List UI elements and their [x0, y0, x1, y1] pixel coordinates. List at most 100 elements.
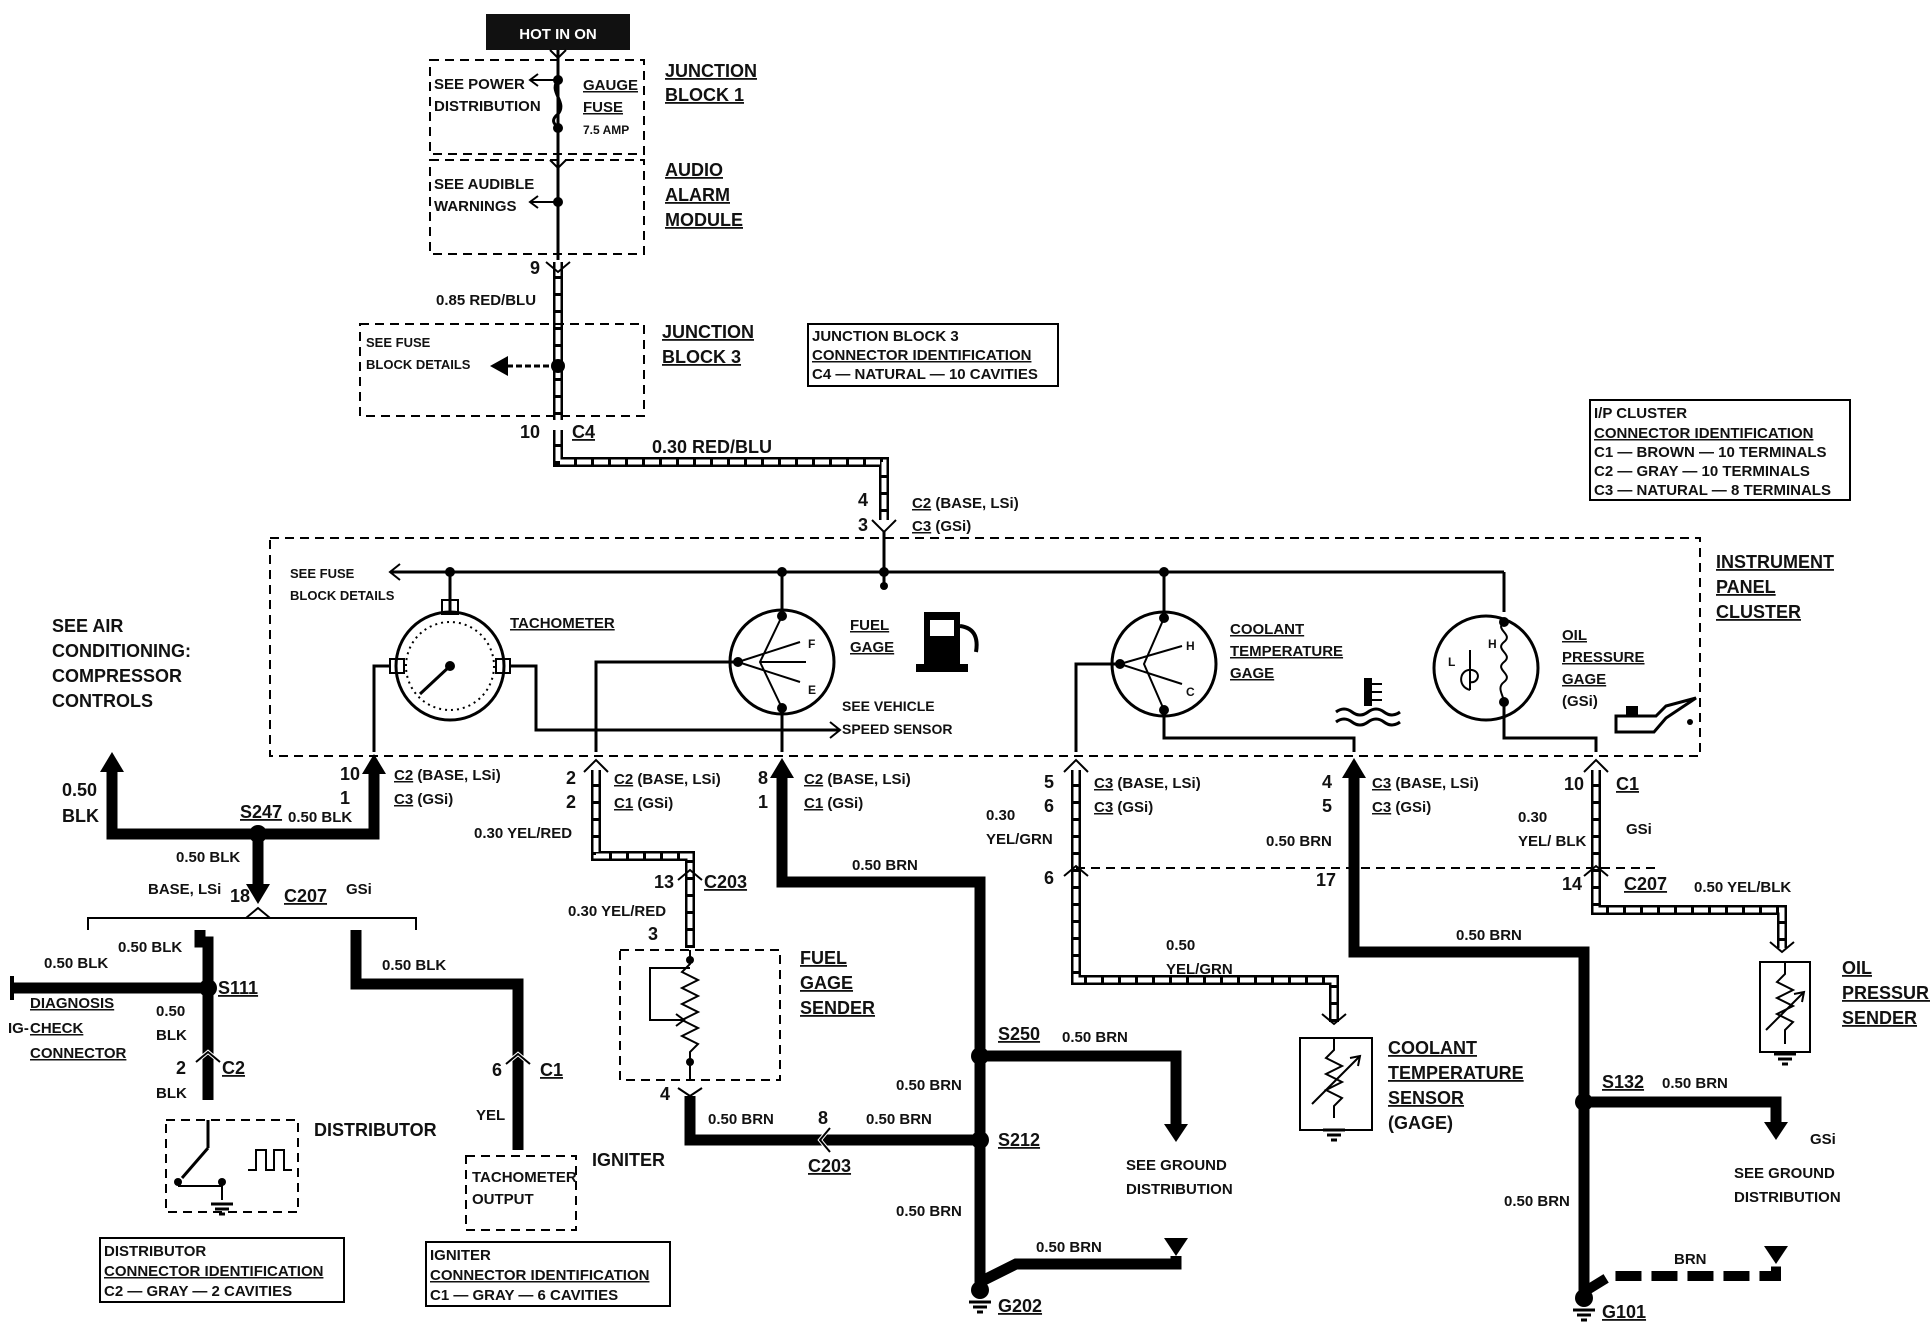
jb3-title-2: BLOCK 3 — [662, 347, 741, 367]
oil-wire-2: 0.50 YEL/BLK — [1694, 879, 1791, 896]
igniter-wire-color: YEL — [476, 1107, 505, 1124]
coolant-ground-wiring: 4 5 C3 (BASE, LSi) C3 (GSi) 0.50 BRN 17 … — [1266, 758, 1841, 1322]
junction-block-1-title-2: BLOCK 1 — [665, 85, 744, 105]
igniter-pin: 6 — [492, 1060, 502, 1080]
coolant-wire-1b: YEL/GRN — [986, 831, 1053, 848]
oil-sender-2: PRESSURE — [1842, 983, 1930, 1003]
dist-conn-id-1: DISTRIBUTOR — [104, 1243, 206, 1260]
oil-can-icon — [1614, 696, 1697, 734]
tachometer-label: TACHOMETER — [510, 615, 615, 632]
junction-block-1-title-1: JUNCTION — [665, 61, 757, 81]
gauge-fuse-line1: GAUGE — [583, 77, 638, 94]
wire-9-red-blu: 9 0.85 RED/BLU — [436, 258, 571, 420]
see-audible-line2: WARNINGS — [434, 198, 517, 215]
coolant-sensor-wiring: 5 6 C3 (BASE, LSi) C3 (GSi) 0.30 YEL/GRN… — [986, 758, 1660, 1142]
fuel-c2-conn: C2 — [614, 771, 633, 788]
fuel-c2-note: (BASE, LSi) — [633, 771, 721, 788]
tach-c2-note: (BASE, LSi) — [413, 767, 501, 784]
diagnosis-3: CONNECTOR — [30, 1045, 127, 1062]
gnd-c1-conn: C1 — [804, 795, 823, 812]
gnd-c2-note: (BASE, LSi) — [823, 771, 911, 788]
igniter-connector-id-box: IGNITER CONNECTOR IDENTIFICATION C1 — GR… — [425, 1241, 671, 1307]
instrument-panel-cluster: INSTRUMENT PANEL CLUSTER SEE FUSE BLOCK … — [269, 532, 1834, 757]
audio-alarm-title-1: AUDIO — [665, 160, 723, 180]
igniter-conn-id-2: CONNECTOR IDENTIFICATION — [430, 1267, 649, 1284]
see-air-2: CONDITIONING: — [52, 641, 191, 661]
coolant-wire-2b: YEL/GRN — [1166, 961, 1233, 978]
tach-c2: C2 (BASE, LSi) — [394, 767, 501, 784]
distributor-connector-id-box: DISTRIBUTOR CONNECTOR IDENTIFICATION C2 … — [99, 1237, 345, 1303]
fuel-ground-wire: 0.50 BRN — [852, 857, 918, 874]
tach-output-2: OUTPUT — [472, 1191, 534, 1208]
c207-label: C207 — [284, 886, 327, 906]
g202-ground-icon — [967, 1300, 993, 1314]
igniter-wiring: 0.50 BLK 6 C1 YEL TACHOMETER OUTPUT IGNI… — [350, 930, 665, 1231]
oil-sender-3: SENDER — [1842, 1008, 1917, 1028]
ip-conn-id-4: C2 — GRAY — 10 TERMINALS — [1594, 463, 1810, 480]
cluster-in-c2: C2 (BASE, LSi) — [912, 495, 1019, 512]
jb3-connector-id-box: JUNCTION BLOCK 3 CONNECTOR IDENTIFICATIO… — [807, 323, 1059, 387]
wire-red-blu-to-cluster: 0.30 RED/BLU 4 3 C2 (BASE, LSi) C3 (GSi) — [553, 430, 1019, 535]
s212-label: S212 — [998, 1130, 1040, 1150]
s111-wire-top: 0.50 BLK — [118, 939, 182, 956]
jb3-pin: 10 — [520, 422, 540, 442]
junction-block-3: SEE FUSE BLOCK DETAILS JUNCTION BLOCK 3 … — [359, 322, 754, 442]
dist-conn-id-3: C2 — GRAY — 2 CAVITIES — [104, 1283, 292, 1300]
coolant-letter-h: H — [1186, 639, 1195, 653]
coolant-c3-b: C3 (GSi) — [1094, 799, 1153, 816]
c203-top-label: C203 — [704, 872, 747, 892]
junction-block-1: SEE POWER DISTRIBUTION GAUGE FUSE 7.5 AM… — [429, 59, 757, 155]
cluster-in-c3-note: (GSi) — [931, 518, 971, 535]
fuel-gage-label-1: FUEL — [850, 617, 889, 634]
see-vss-2: SPEED SENSOR — [842, 721, 952, 737]
s250-wire-down: 0.50 BRN — [896, 1077, 962, 1094]
sender-pin-4: 4 — [660, 1084, 670, 1104]
see-power-line1: SEE POWER — [434, 76, 525, 93]
s212-wire-down: 0.50 BRN — [896, 1203, 962, 1220]
dist-wire-color: BLK — [156, 1027, 187, 1044]
ipc-title-2: PANEL — [1716, 577, 1776, 597]
gnd-pin-1: 1 — [758, 792, 768, 812]
c203-pin-13: 13 — [654, 872, 674, 892]
oil-gage-label-2: PRESSURE — [1562, 649, 1645, 666]
fuel-pin-2a: 2 — [566, 768, 576, 788]
coolant-c3-b-conn: C3 — [1094, 799, 1113, 816]
cgnd-c3-b-conn: C3 — [1372, 799, 1391, 816]
cgnd-c3-b: C3 (GSi) — [1372, 799, 1431, 816]
hot-in-on-box: HOT IN ON — [486, 14, 630, 50]
coolant-sensor-1: COOLANT — [1388, 1038, 1477, 1058]
ipc-title-3: CLUSTER — [1716, 602, 1801, 622]
tach-c2-conn: C2 — [394, 767, 413, 784]
s132-gsi: GSi — [1810, 1131, 1836, 1148]
oil-letter-h: H — [1488, 637, 1497, 651]
c203-bottom-label: C203 — [808, 1156, 851, 1176]
jb3-conn: C4 — [572, 422, 595, 442]
g101-ground-icon — [1571, 1308, 1597, 1322]
tachometer-gauge: TACHOMETER — [372, 572, 842, 752]
diagnosis-2: CHECK — [30, 1020, 84, 1037]
s111-label: S111 — [218, 978, 258, 998]
ip-cluster-connector-id-box: I/P CLUSTER CONNECTOR IDENTIFICATION C1 … — [1589, 399, 1851, 501]
oil-wire-1b: YEL/ BLK — [1518, 833, 1587, 850]
s212-wire-left: 0.50 BRN — [866, 1111, 932, 1128]
distributor-wiring: 0.50 BLK S111 0.50 BLK DIAGNOSIS IG- CHE… — [8, 930, 437, 1216]
fuel-sender-2: GAGE — [800, 973, 853, 993]
c207-right-label: C207 — [1624, 874, 1667, 894]
tach-pin-1: 1 — [340, 788, 350, 808]
see-ground-1a: SEE GROUND — [1126, 1157, 1227, 1174]
see-ground-2b: DISTRIBUTION — [1734, 1189, 1841, 1206]
g101-wire-color: BRN — [1674, 1251, 1707, 1268]
coolant-sensor-4: (GAGE) — [1388, 1113, 1453, 1133]
ig-prefix: IG- — [8, 1020, 29, 1037]
s247-wire-down: 0.50 BLK — [176, 849, 240, 866]
oil-pin-gsi: GSi — [1626, 821, 1652, 838]
ipc-title-1: INSTRUMENT — [1716, 552, 1834, 572]
oil-letter-l: L — [1448, 655, 1455, 669]
s247-label: S247 — [240, 802, 282, 822]
coolant-gage-label-2: TEMPERATURE — [1230, 643, 1343, 660]
tach-c3-conn: C3 — [394, 791, 413, 808]
c203-pin-8: 8 — [818, 1108, 828, 1128]
tach-c3: C3 (GSi) — [394, 791, 453, 808]
s247-wire-right: 0.50 BLK — [288, 809, 352, 826]
